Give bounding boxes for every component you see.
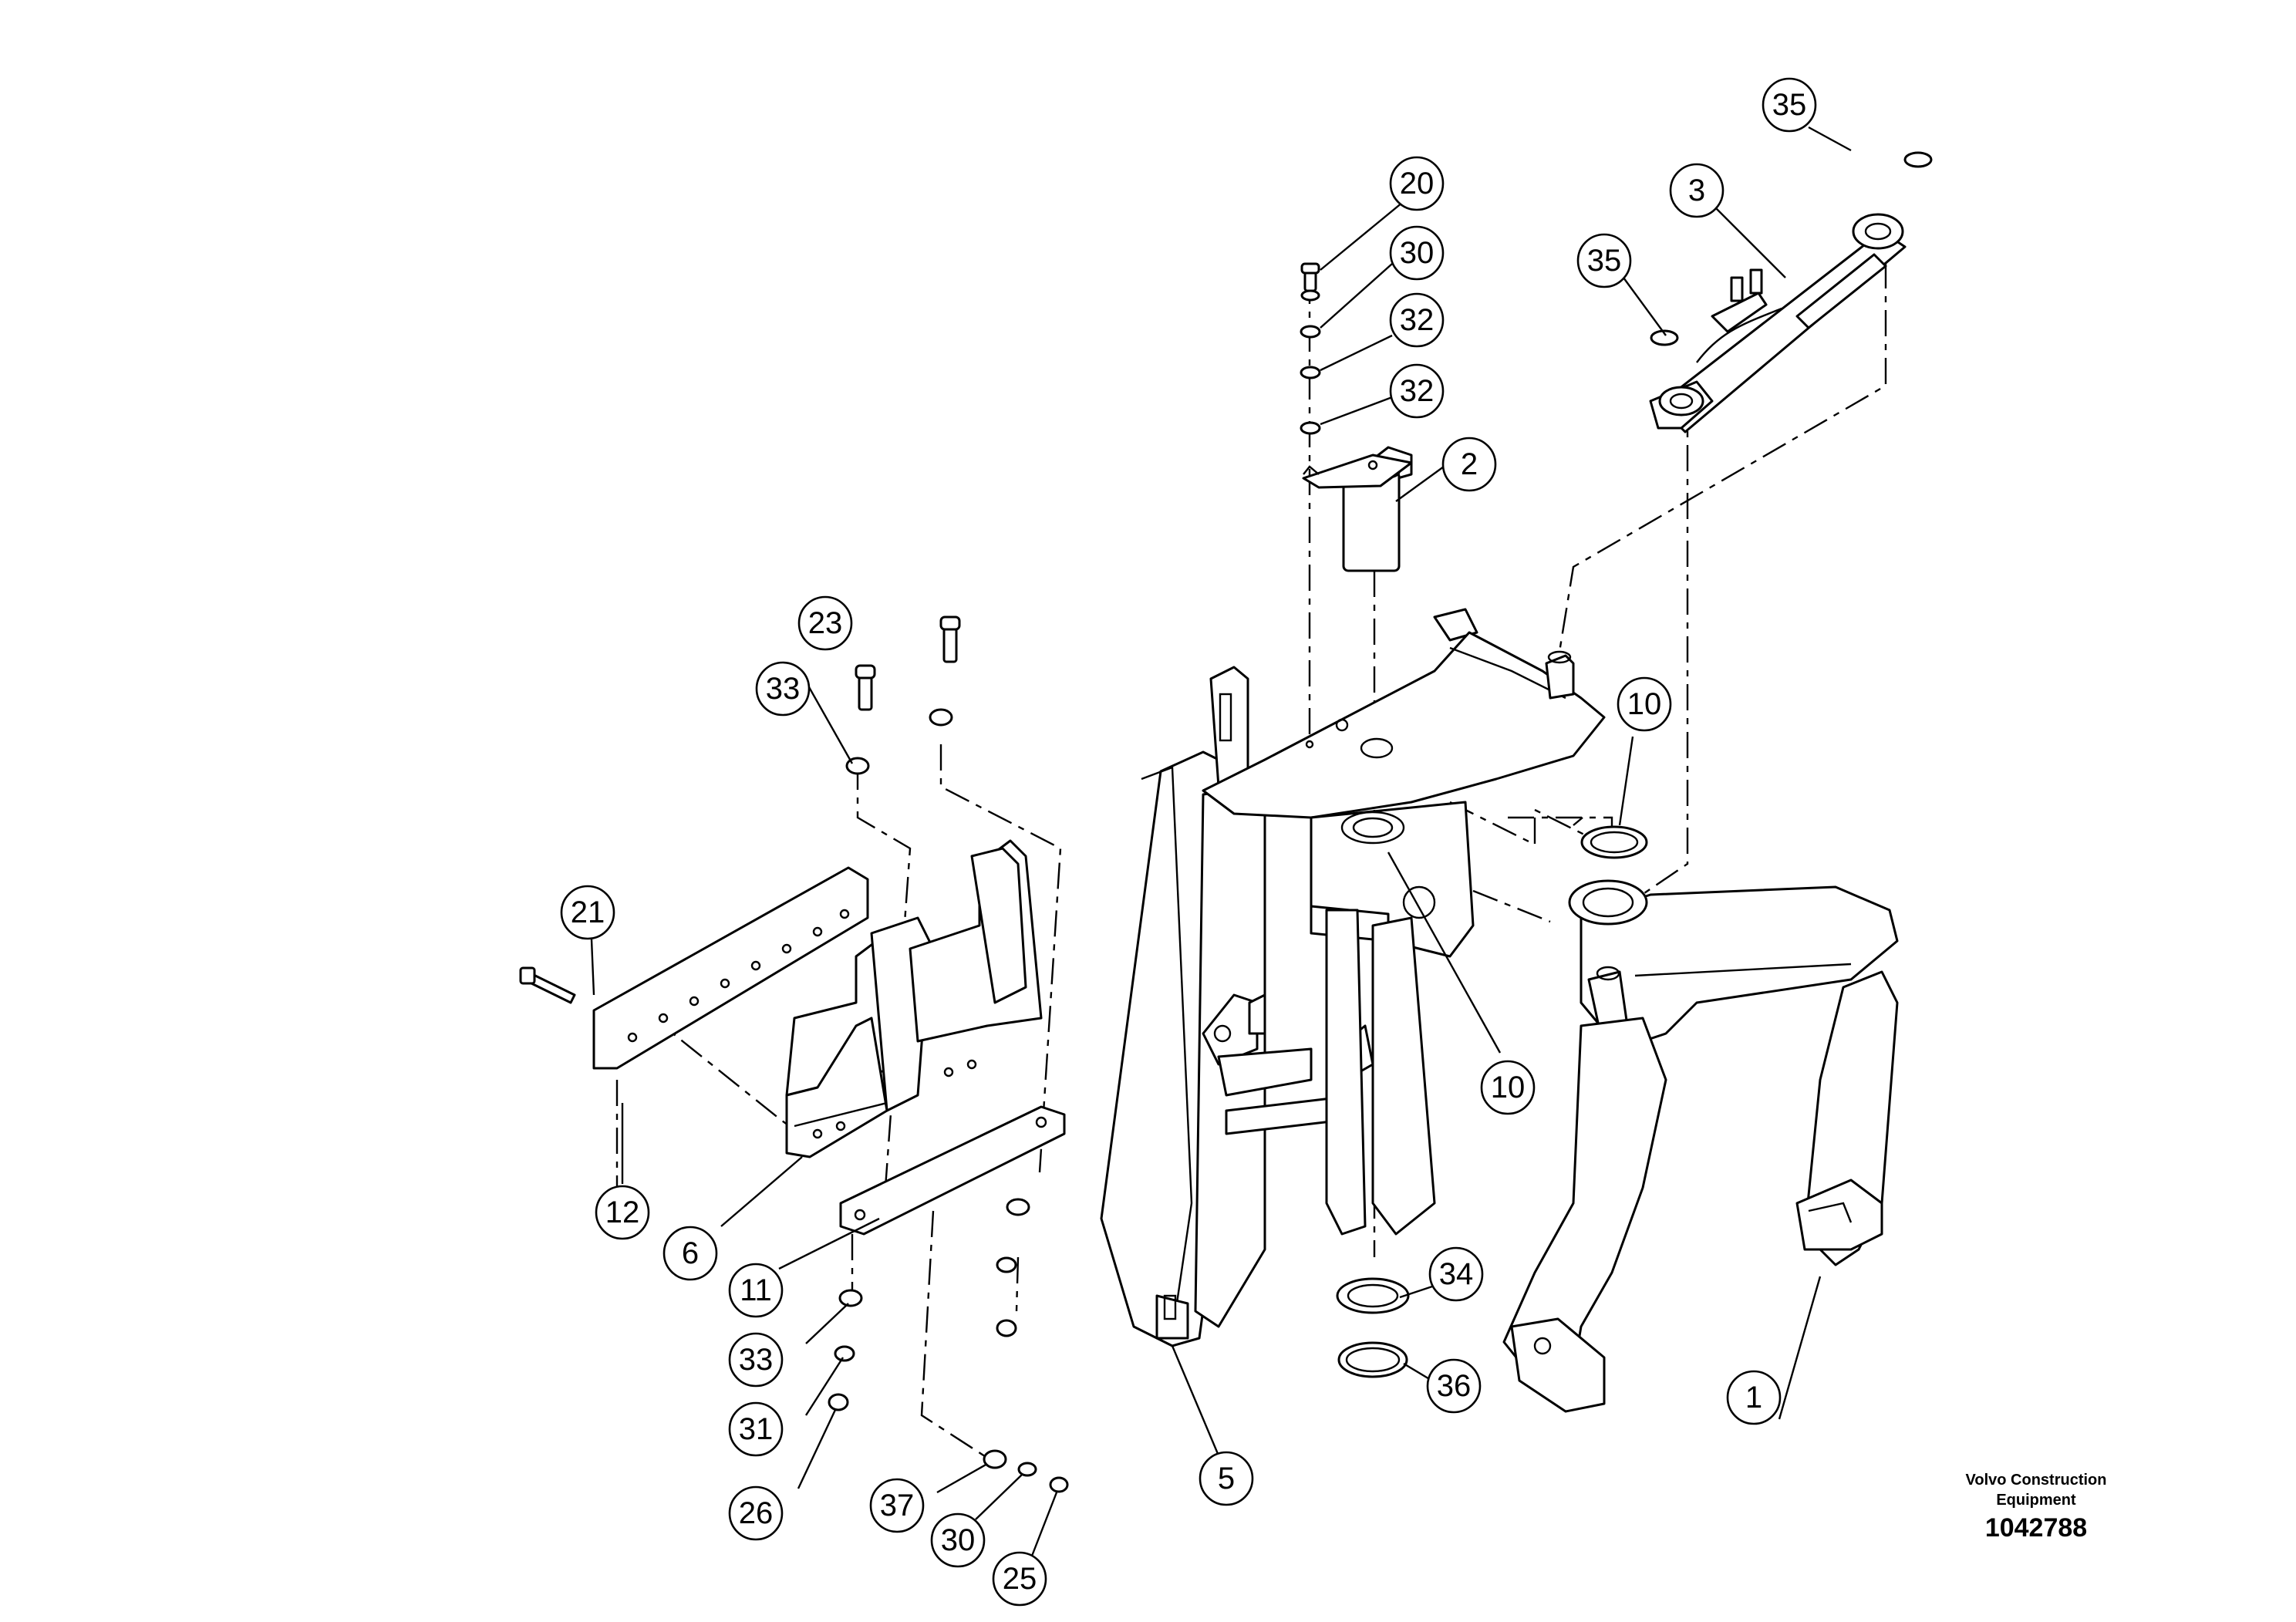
brand-line-2: Equipment (1996, 1492, 2076, 1509)
callout-label: 36 (1437, 1369, 1472, 1403)
part-3-cylinder (1649, 151, 1933, 433)
callout-34: 34 (1428, 1246, 1484, 1302)
callout-label: 37 (880, 1489, 915, 1523)
part-1-arm (1502, 879, 1899, 1413)
callout-32-lower: 32 (1389, 363, 1445, 419)
callout-10-upper: 10 (1617, 676, 1672, 732)
callout-label: 25 (1003, 1562, 1037, 1596)
callout-36: 36 (1426, 1358, 1482, 1414)
part-2-pin (1302, 446, 1413, 572)
callout-3: 3 (1669, 163, 1725, 218)
callout-label: 23 (808, 606, 843, 640)
part-12-plate (592, 866, 869, 1070)
callout-label: 33 (739, 1343, 774, 1377)
part-6-bracket (785, 839, 1043, 1158)
callout-10-lower: 10 (1480, 1060, 1536, 1115)
brand-line-1: Volvo Construction (1965, 1472, 2107, 1489)
hardware-top (1300, 262, 1321, 435)
callout-label: 10 (1627, 687, 1662, 721)
callout-20: 20 (1389, 156, 1445, 211)
callout-23: 23 (797, 595, 853, 651)
callout-label: 6 (682, 1236, 699, 1270)
callout-label: 11 (740, 1273, 772, 1307)
part-11-bar (839, 1105, 1066, 1236)
callout-label: 12 (605, 1195, 640, 1229)
callout-label: 1 (1745, 1381, 1762, 1415)
callout-25: 25 (992, 1551, 1047, 1607)
callout-label: 31 (739, 1412, 774, 1446)
callout-30-top: 30 (1389, 225, 1445, 281)
document-number: 1042788 (1984, 1513, 2088, 1543)
hardware-left (519, 615, 1069, 1493)
leader-lines (590, 126, 1852, 1563)
callout-label: 34 (1439, 1257, 1474, 1291)
callout-label: 32 (1400, 303, 1435, 337)
callout-label: 35 (1587, 244, 1622, 278)
callout-33-top: 33 (755, 661, 811, 717)
callout-label: 26 (739, 1496, 774, 1530)
callout-37: 37 (869, 1478, 925, 1533)
callout-label: 33 (766, 672, 801, 706)
callout-35-top: 35 (1762, 77, 1817, 133)
brand-label: Volvo Construction Equipment (1920, 1470, 2152, 1510)
callout-2: 2 (1441, 437, 1497, 492)
callout-35-left: 35 (1576, 233, 1632, 288)
callout-11: 11 (728, 1263, 784, 1318)
callout-26: 26 (728, 1485, 784, 1541)
callout-label: 35 (1772, 88, 1807, 122)
rings (1336, 817, 1648, 1378)
callout-1: 1 (1726, 1370, 1782, 1425)
callout-label: 32 (1400, 374, 1435, 408)
callout-30-bottom: 30 (930, 1512, 986, 1568)
callout-21: 21 (560, 885, 615, 940)
callout-label: 3 (1688, 174, 1705, 207)
callout-33-bottom: 33 (728, 1332, 784, 1388)
part-5-frame (1100, 666, 1359, 1347)
callout-label: 30 (1400, 236, 1435, 270)
callout-label: 30 (941, 1523, 976, 1557)
callout-label: 20 (1400, 167, 1435, 201)
callout-label: 2 (1461, 447, 1478, 481)
callout-6: 6 (663, 1226, 718, 1281)
callout-31: 31 (728, 1401, 784, 1457)
callout-12: 12 (595, 1185, 650, 1240)
callout-label: 10 (1491, 1071, 1526, 1104)
part-5-upper-plate (1202, 608, 1606, 1236)
callout-label: 5 (1218, 1462, 1235, 1496)
callout-32-upper: 32 (1389, 292, 1445, 348)
callout-label: 21 (571, 895, 605, 929)
callout-5: 5 (1199, 1451, 1254, 1506)
